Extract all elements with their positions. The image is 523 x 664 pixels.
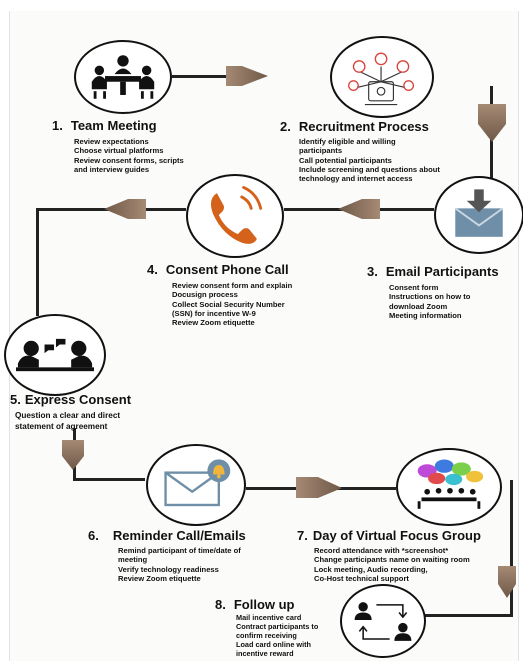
step-3-icon-circle xyxy=(434,176,523,254)
list-item: Docusign process xyxy=(172,290,238,300)
list-item: Mail incentive card xyxy=(236,613,302,622)
list-item: Choose virtual platforms xyxy=(74,146,164,156)
arrow-2-to-3 xyxy=(478,86,506,186)
list-item: Change participants name on waiting room xyxy=(314,555,470,565)
step-title: Day of Virtual Focus Group xyxy=(312,528,481,543)
list-item: download Zoom xyxy=(389,301,448,311)
list-item: (SSN) for incentive W-9 xyxy=(172,308,256,318)
step-4-icon-circle xyxy=(186,174,284,258)
list-item: statement of agreement xyxy=(15,421,108,431)
list-item: Review Zoom etiquette xyxy=(118,573,201,583)
arrow-1-to-2 xyxy=(172,66,268,86)
meeting-table-icon xyxy=(91,55,155,99)
email-download-icon xyxy=(454,189,504,237)
list-item: Load card online with xyxy=(236,639,311,649)
list-item: Review expectations xyxy=(74,137,149,146)
step-number: 3. xyxy=(367,264,378,279)
arrow-5-to-6 xyxy=(62,428,145,481)
list-item: Record attendance with *screenshot* xyxy=(314,546,449,555)
step-5-heading: 5.Express Consent xyxy=(10,392,131,408)
step-4-heading: 4. Consent Phone Call xyxy=(147,262,289,278)
step-title: Follow up xyxy=(233,597,295,612)
step-3-heading: 3. Email Participants xyxy=(367,264,499,280)
list-item: Lock meeting, Audio recording, xyxy=(314,564,428,574)
list-item: Include screening and questions about xyxy=(299,164,440,174)
email-notification-icon xyxy=(164,459,231,507)
step-7-heading: 7. Day of Virtual Focus Group xyxy=(297,528,481,544)
list-item: Call potential participants xyxy=(299,155,392,165)
list-item: and interview guides xyxy=(74,164,150,174)
step-number: 2. xyxy=(280,119,291,134)
list-item: Contract participants to xyxy=(236,621,319,631)
arrow-7-to-8 xyxy=(420,480,516,617)
step-1-heading: 1. Team Meeting xyxy=(52,118,157,134)
list-item: Question a clear and direct xyxy=(15,411,121,420)
step-number: 1. xyxy=(52,118,63,133)
step-6-items: Remind participant of time/date of meeti… xyxy=(118,546,241,583)
step-5-icon-circle xyxy=(4,314,106,396)
step-5-items: Question a clear and direct statement of… xyxy=(15,411,120,432)
list-item: Review Zoom etiquette xyxy=(172,318,255,328)
step-4-items: Review consent form and explain Docusign… xyxy=(172,281,292,327)
step-title: Consent Phone Call xyxy=(165,262,289,277)
step-6-icon-circle xyxy=(146,444,246,526)
step-7-icon-circle xyxy=(396,448,502,526)
list-item: participants xyxy=(299,146,343,156)
list-item: Review consent forms, scripts xyxy=(74,155,184,165)
exchange-people-icon xyxy=(354,602,412,641)
list-item: Co-Host technical support xyxy=(314,573,409,583)
list-item: Meeting information xyxy=(389,310,462,320)
step-8-icon-circle xyxy=(340,584,426,658)
step-title: Express Consent xyxy=(24,392,132,407)
step-number: 6. xyxy=(88,528,99,543)
list-item: Identify eligible and willing xyxy=(299,137,396,146)
list-item: Review consent form and explain xyxy=(172,281,293,290)
phone-call-icon xyxy=(210,186,263,244)
arrow-4-to-5 xyxy=(36,199,186,316)
arrow-6-to-7 xyxy=(246,477,396,498)
step-title: Email Participants xyxy=(385,264,499,279)
step-number: 5. xyxy=(10,392,21,407)
focus-group-icon xyxy=(417,459,484,509)
step-title: Reminder Call/Emails xyxy=(112,528,246,543)
step-title: Team Meeting xyxy=(70,118,157,133)
step-7-items: Record attendance with *screenshot* Chan… xyxy=(314,546,470,583)
list-item: incentive reward xyxy=(236,648,294,658)
step-number: 8. xyxy=(215,597,226,612)
list-item: Consent form xyxy=(389,283,439,292)
list-item: technology and internet access xyxy=(299,174,413,184)
step-2-heading: 2. Recruitment Process xyxy=(280,119,429,135)
step-title: Recruitment Process xyxy=(298,119,429,134)
list-item: confirm receiving xyxy=(236,630,297,640)
list-item: Instructions on how to xyxy=(389,292,471,302)
list-item: Verify technology readiness xyxy=(118,564,219,574)
step-2-items: Identify eligible and willing participan… xyxy=(299,137,440,183)
step-8-heading: 8. Follow up xyxy=(215,597,295,613)
list-item: meeting xyxy=(118,555,148,565)
step-1-items: Review expectations Choose virtual platf… xyxy=(74,137,184,174)
step-number: 4. xyxy=(147,262,158,277)
arrow-3-to-4 xyxy=(284,199,434,219)
step-8-items: Mail incentive card Contract participant… xyxy=(236,613,319,659)
step-6-heading: 6. Reminder Call/Emails xyxy=(88,528,246,544)
two-people-talking-icon xyxy=(16,338,94,372)
step-number: 7. xyxy=(297,528,308,543)
network-people-icon xyxy=(348,52,415,106)
step-3-items: Consent form Instructions on how to down… xyxy=(389,283,470,320)
list-item: Remind participant of time/date of xyxy=(118,546,241,555)
step-2-icon-circle xyxy=(330,36,434,118)
list-item: Collect Social Security Number xyxy=(172,299,285,309)
step-1-icon-circle xyxy=(74,40,172,114)
